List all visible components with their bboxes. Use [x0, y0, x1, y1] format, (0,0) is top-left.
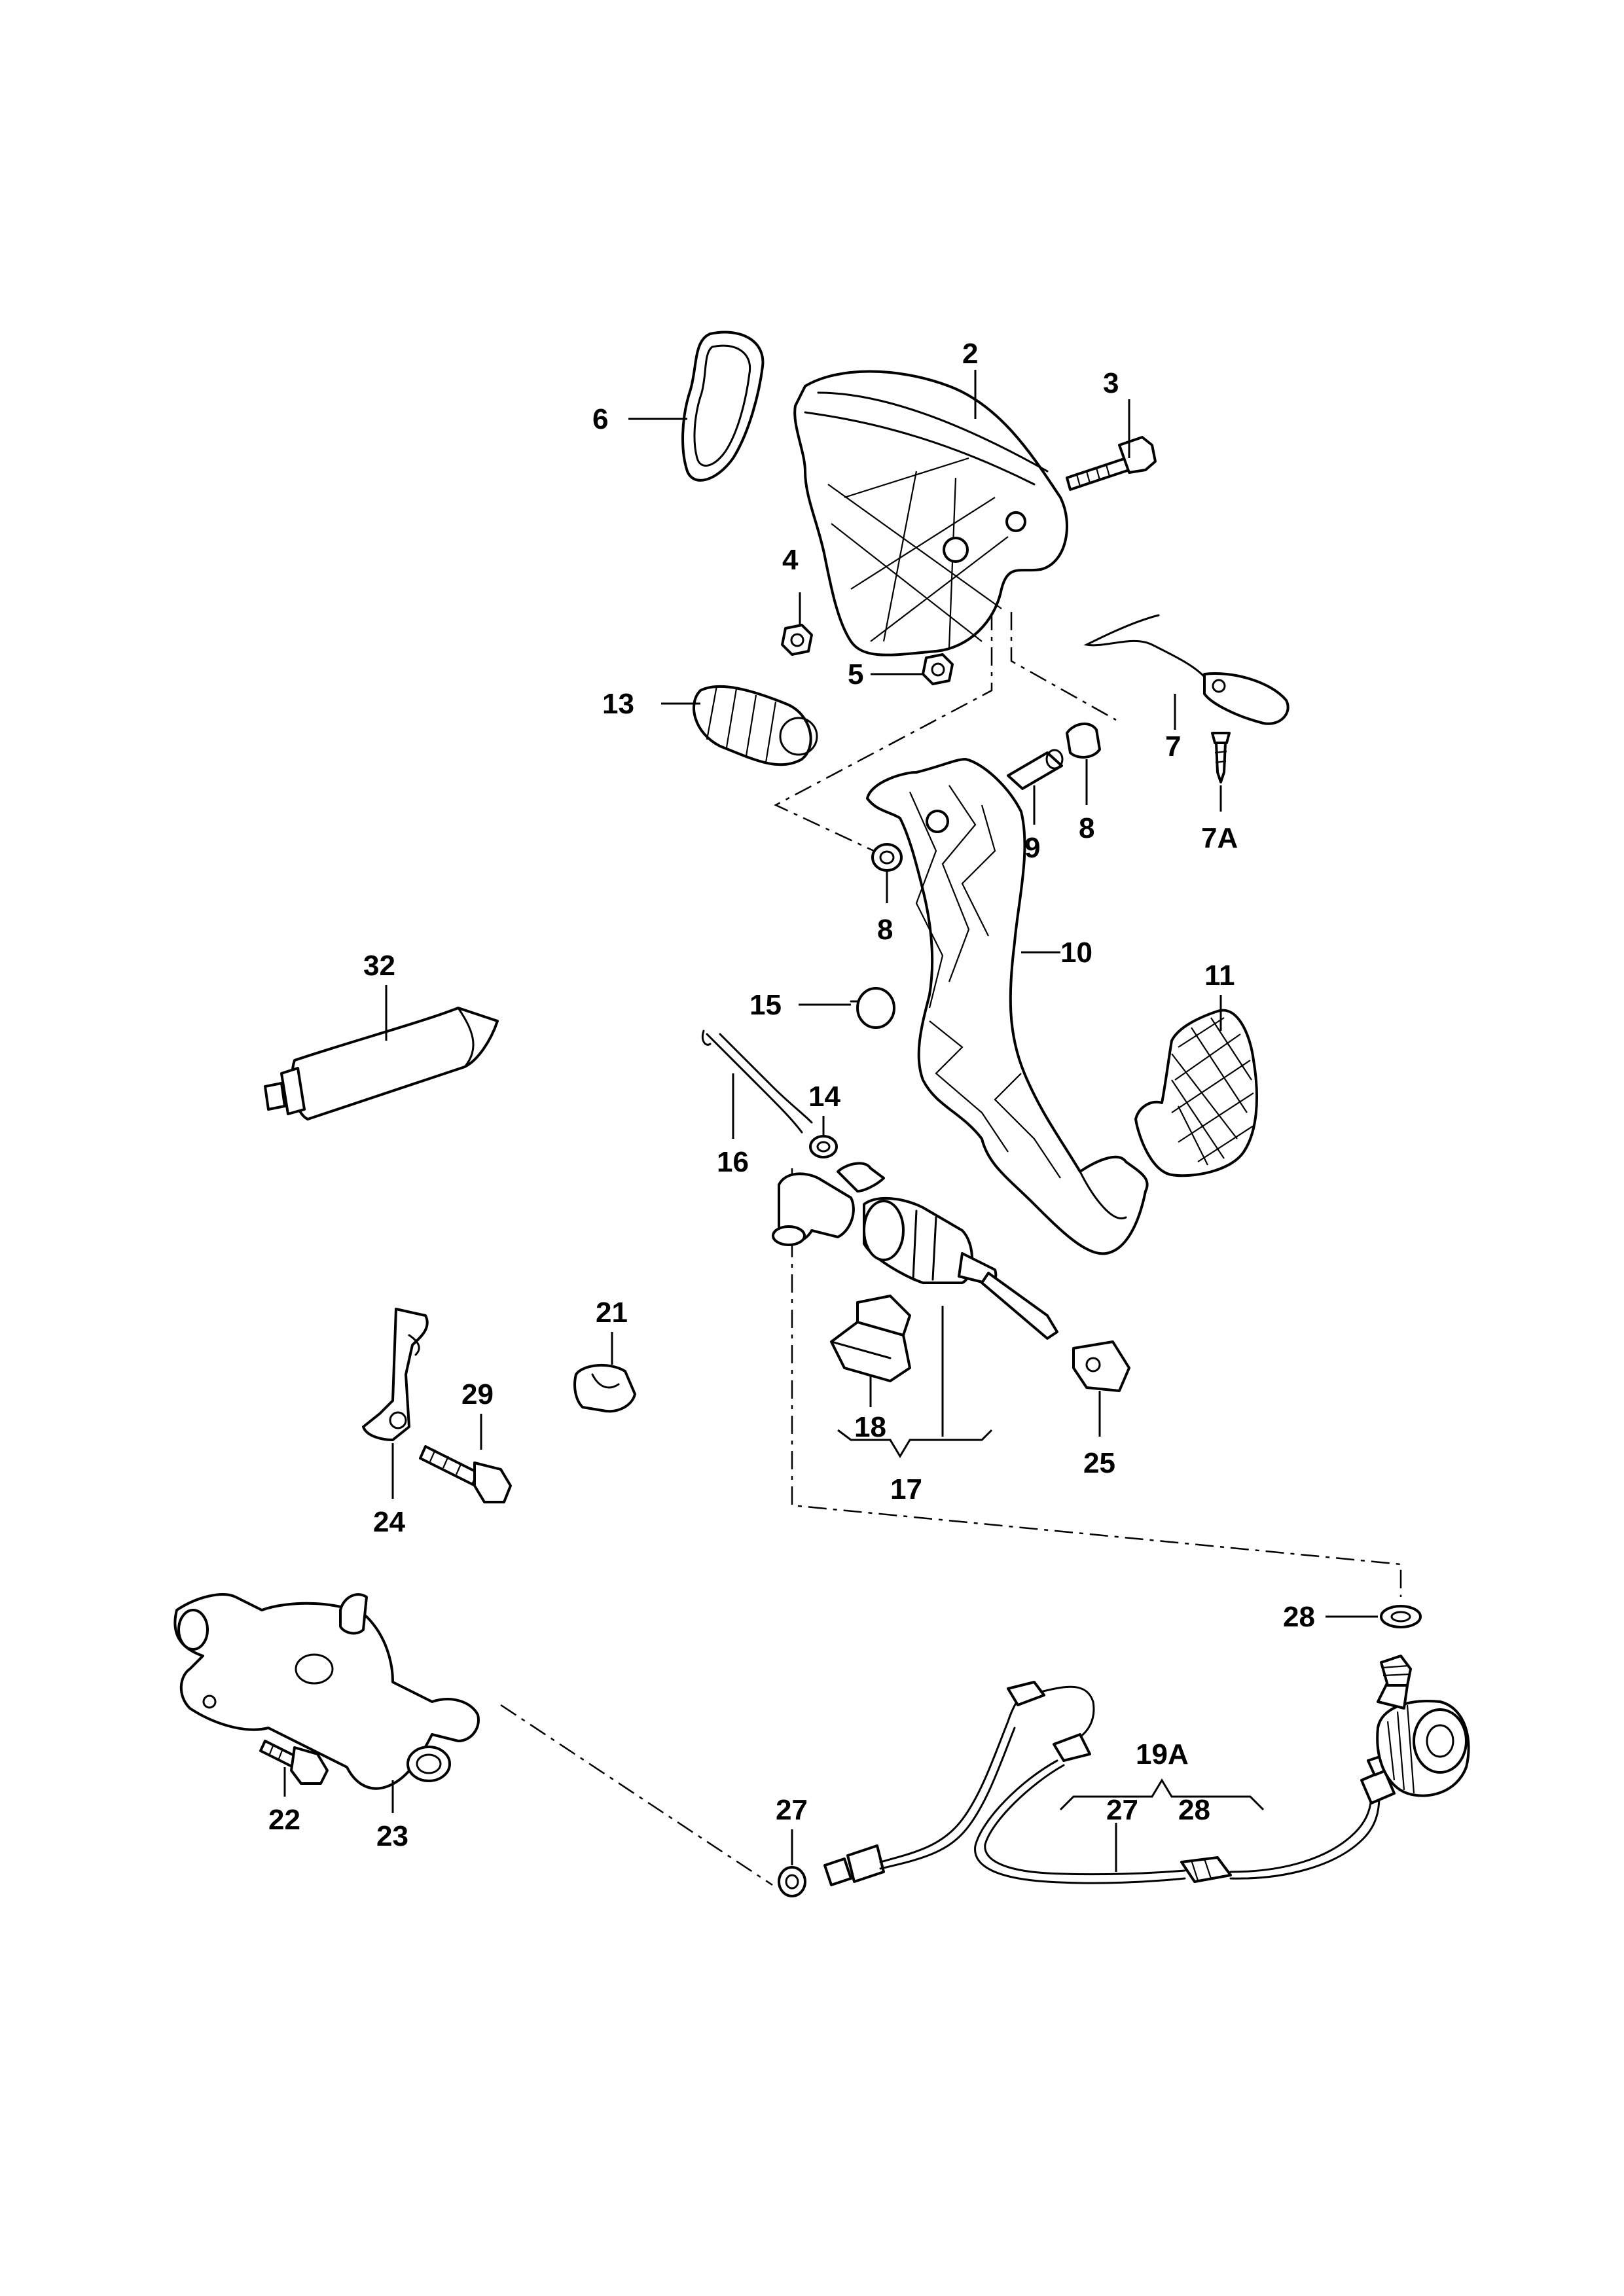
callout-3: 3	[1103, 367, 1119, 399]
bolt-part-29[interactable]	[419, 1445, 512, 1503]
bush-part-8-upper[interactable]	[1066, 723, 1101, 759]
spring-clip-part-7[interactable]	[1083, 614, 1290, 725]
callout-27: 27	[776, 1794, 808, 1826]
callout-28: 28	[1283, 1601, 1315, 1633]
callout-22: 22	[268, 1804, 300, 1836]
clutch-pedal-part-10[interactable]	[866, 758, 1149, 1255]
callout-24: 24	[373, 1506, 405, 1538]
callout-29: 29	[461, 1378, 494, 1410]
master-cylinder-part-17[interactable]	[772, 1162, 1058, 1340]
callout-11: 11	[1204, 960, 1235, 992]
callout-16: 16	[717, 1146, 749, 1178]
plug-part-15[interactable]	[850, 987, 895, 1029]
screw-part-7a[interactable]	[1211, 732, 1231, 783]
callout-9: 9	[1024, 832, 1040, 864]
assembly-lines	[500, 612, 1402, 1886]
callout-7: 7	[1165, 730, 1181, 762]
callout-19a-28: 28	[1178, 1794, 1210, 1826]
clip-part-25[interactable]	[1072, 1340, 1130, 1392]
grease-tube-part-32[interactable]	[264, 1007, 499, 1121]
callout-21: 21	[596, 1297, 628, 1329]
callout-15: 15	[749, 989, 782, 1021]
callout-4: 4	[782, 544, 799, 576]
bolt-part-3[interactable]	[1066, 436, 1157, 491]
pedal-pad-part-11[interactable]	[1134, 1009, 1258, 1177]
slave-cylinder[interactable]	[1360, 1655, 1470, 1804]
callout-18: 18	[854, 1411, 886, 1443]
bracket-part-24[interactable]	[362, 1308, 429, 1441]
pin-part-9[interactable]	[1007, 749, 1064, 790]
callout-32: 32	[363, 950, 395, 982]
callout-25: 25	[1083, 1447, 1115, 1479]
nut-part-5[interactable]	[922, 653, 954, 685]
callout-5: 5	[848, 658, 863, 691]
callout-6: 6	[592, 403, 608, 435]
callout-8-upper: 8	[1079, 812, 1094, 844]
seal-part-14[interactable]	[809, 1135, 838, 1158]
callout-8-lower: 8	[877, 914, 893, 946]
callout-23: 23	[376, 1820, 408, 1852]
callout-19a-27: 27	[1106, 1794, 1138, 1826]
pedal-bracket-part-2[interactable]	[793, 370, 1068, 656]
callout-19a: 19A	[1136, 1738, 1189, 1770]
connector-part-23[interactable]	[173, 1593, 480, 1790]
leader-lines	[283, 370, 1378, 1872]
hydraulic-line-part-19a[interactable]	[823, 1681, 1380, 1886]
bush-part-8-lower[interactable]	[871, 843, 903, 872]
callout-17: 17	[890, 1473, 922, 1505]
bolt-part-22[interactable]	[259, 1740, 329, 1785]
callout-7a: 7A	[1201, 822, 1238, 854]
seal-part-27[interactable]	[778, 1866, 806, 1897]
callout-2: 2	[962, 338, 978, 370]
buffer-part-13[interactable]	[693, 685, 818, 766]
callout-labels: 2 3 4 5 6 7 7A 8 9 8 10 11 13 14 15 16 3…	[268, 338, 1315, 1852]
gasket-part-6[interactable]	[681, 331, 765, 482]
nut-part-4[interactable]	[781, 624, 813, 656]
callout-14: 14	[808, 1081, 840, 1113]
hose-part-16[interactable]	[701, 1030, 813, 1134]
callout-13: 13	[602, 688, 634, 720]
seal-part-28[interactable]	[1380, 1605, 1422, 1628]
callout-10: 10	[1060, 937, 1092, 969]
clip-part-21[interactable]	[573, 1363, 636, 1413]
bracket-part-18[interactable]	[830, 1295, 911, 1382]
